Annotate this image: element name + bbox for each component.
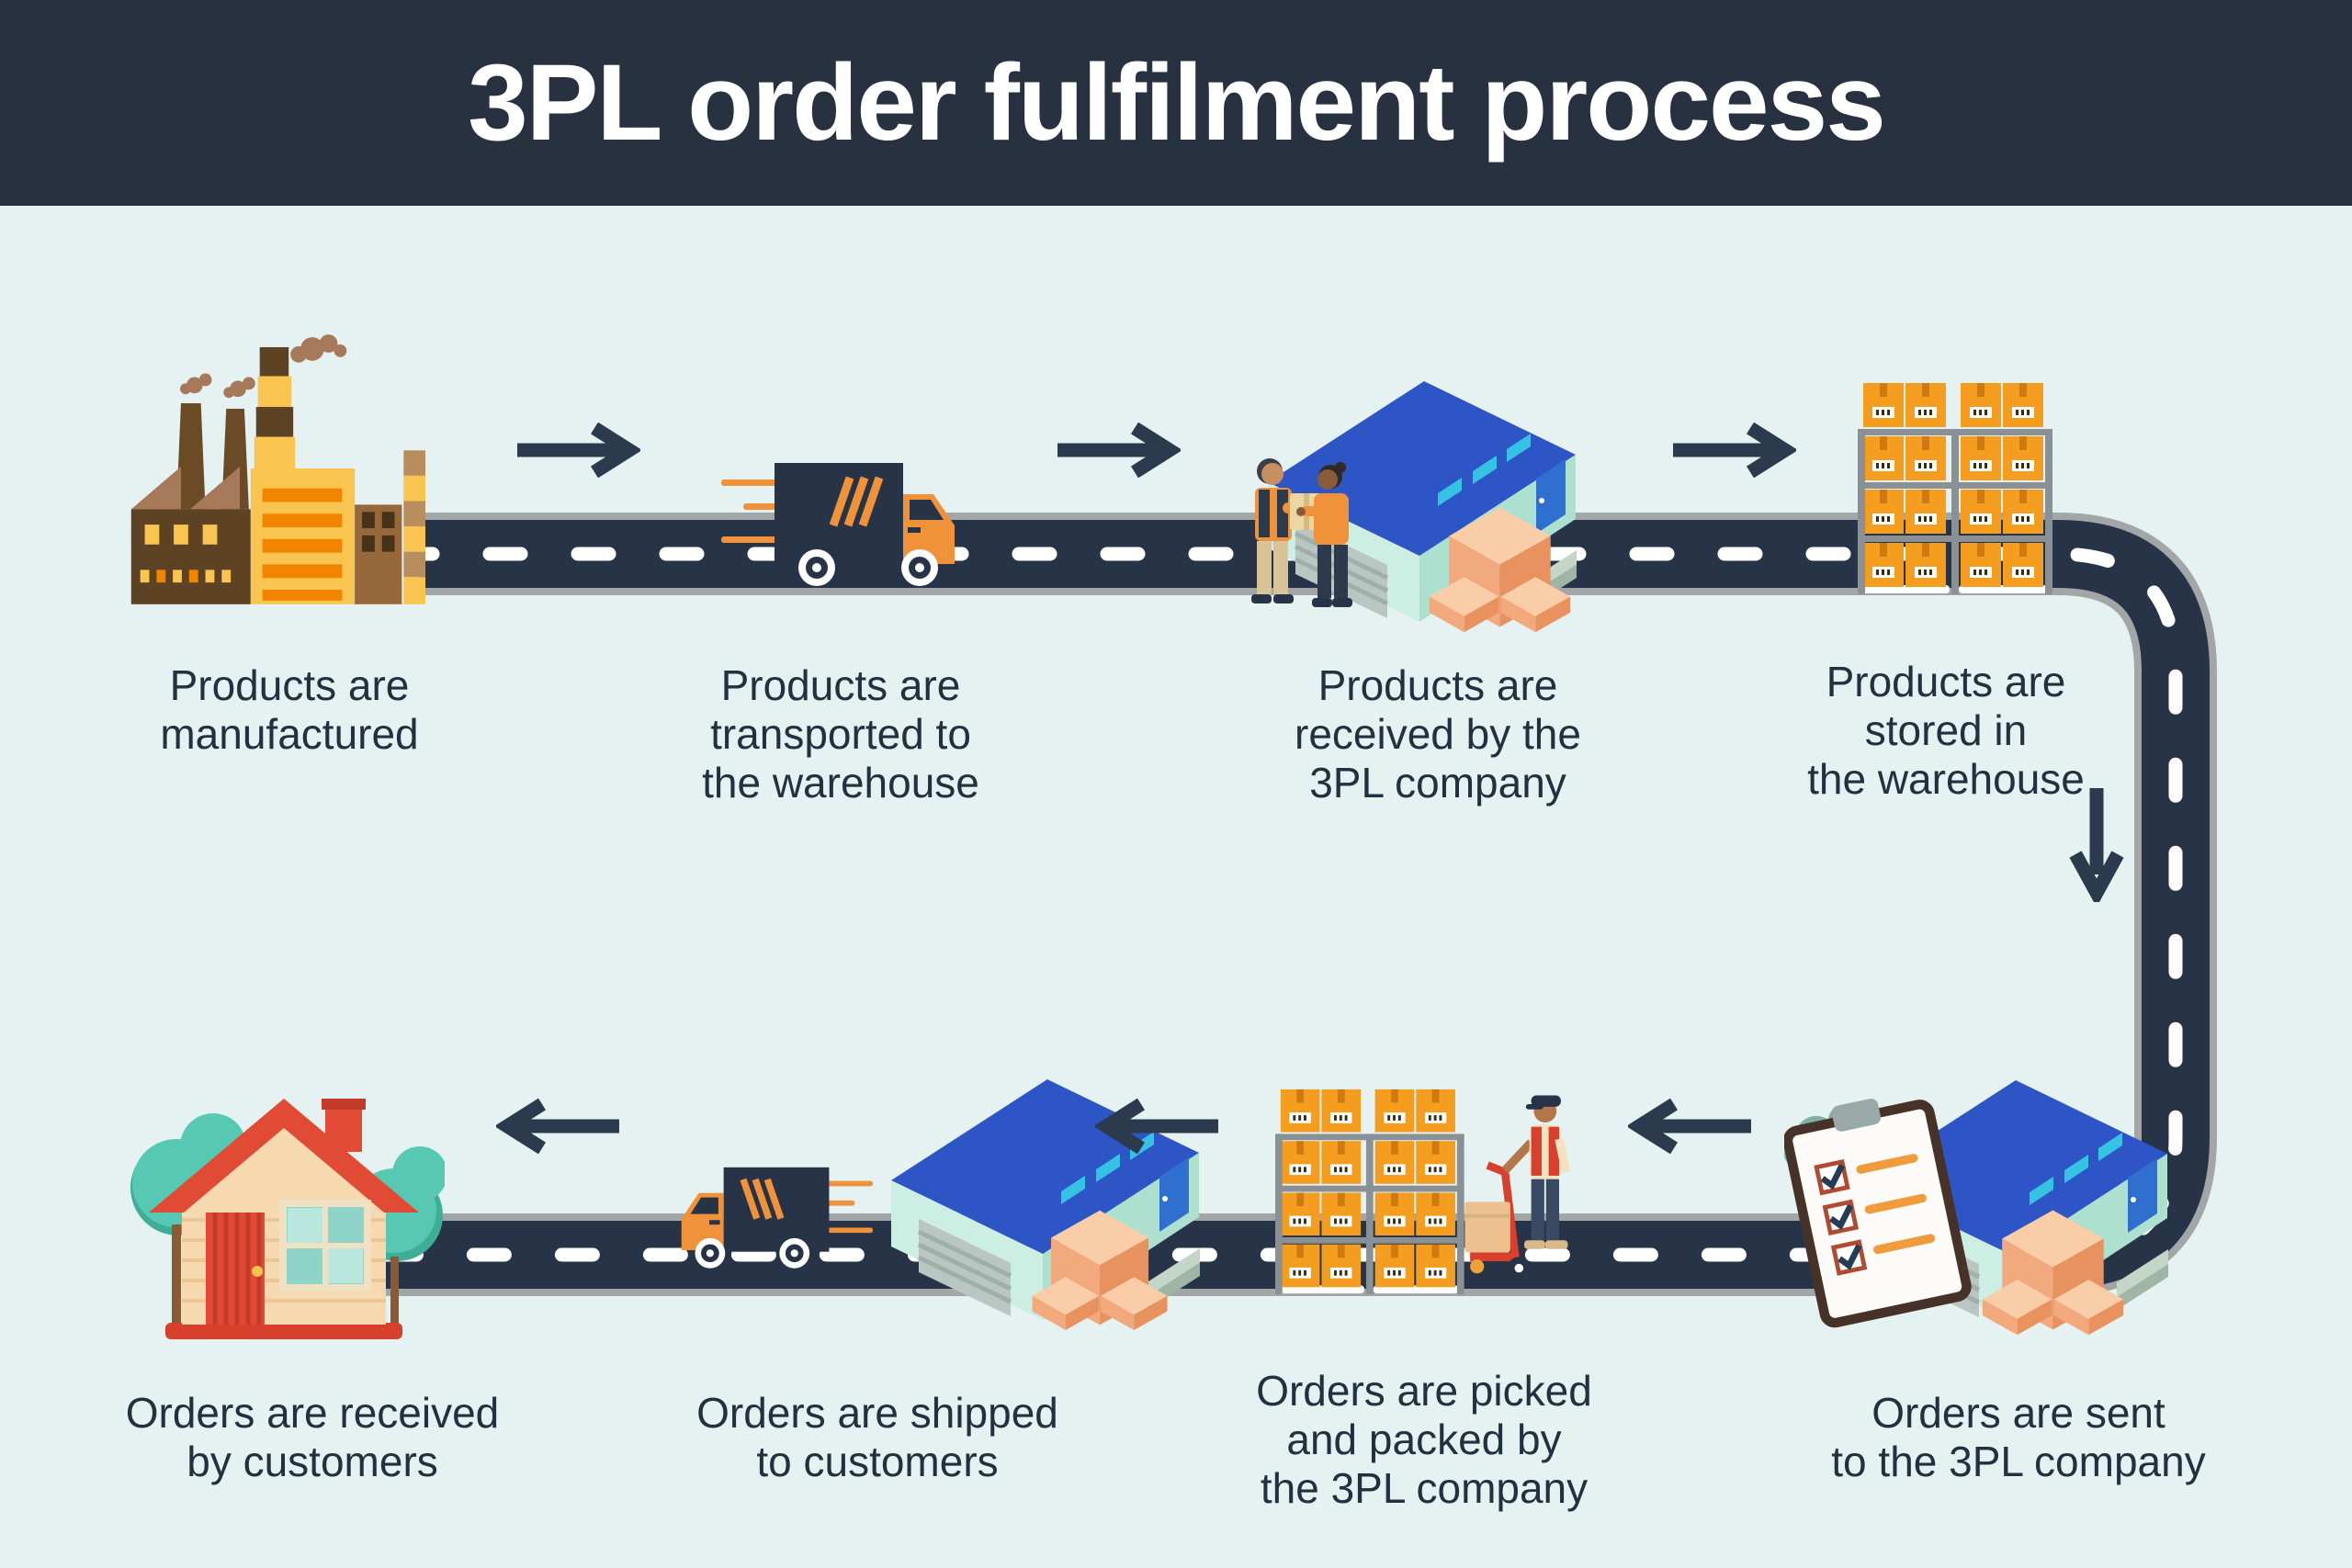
arrow-right-icon (512, 423, 640, 478)
step-caption-products-transported: Products are transported to the warehous… (611, 661, 1070, 807)
delivery-truck-icon (721, 452, 965, 594)
step-caption-products-manufactured: Products are manufactured (60, 661, 519, 759)
caption-line: Products are (1826, 658, 2066, 705)
step-caption-products-received: Products are received by the 3PL company (1208, 661, 1668, 807)
warehouse-checklist-icon (1784, 1045, 2179, 1336)
customer-house-icon (121, 1045, 445, 1350)
caption-line: Products are (169, 661, 410, 709)
caption-line: by customers (187, 1438, 438, 1485)
caption-line: to customers (756, 1438, 999, 1485)
caption-line: the warehouse (702, 759, 979, 807)
caption-line: Products are (1317, 661, 1558, 709)
caption-line: Orders are picked (1256, 1367, 1592, 1415)
picking-packing-icon (1275, 1082, 1597, 1312)
step-caption-orders-shipped: Orders are shipped to customers (648, 1389, 1107, 1486)
caption-line: transported to (710, 710, 971, 758)
caption-line: to the 3PL company (1831, 1438, 2206, 1485)
shipping-truck-icon (632, 1050, 1211, 1330)
caption-line: Orders are received (125, 1389, 500, 1437)
caption-line: and packed by (1286, 1416, 1562, 1463)
arrow-right-icon (1668, 423, 1796, 478)
storage-shelves-icon (1858, 381, 2052, 598)
caption-line: manufactured (160, 710, 419, 758)
step-caption-products-stored: Products are stored in the warehouse (1716, 658, 2176, 804)
caption-line: Products are (720, 661, 961, 709)
caption-line: the warehouse (1807, 755, 2085, 803)
caption-line: the 3PL company (1260, 1464, 1589, 1512)
caption-line: 3PL company (1309, 759, 1566, 807)
step-caption-orders-sent: Orders are sent to the 3PL company (1789, 1389, 2248, 1486)
caption-line: stored in (1864, 706, 2028, 754)
caption-line: Orders are shipped (696, 1389, 1058, 1437)
arrow-left-icon (1628, 1099, 1757, 1154)
factory-icon (130, 334, 425, 604)
arrow-left-icon (496, 1099, 625, 1154)
caption-line: Orders are sent (1871, 1389, 2165, 1437)
warehouse-receiving-icon (1251, 354, 1582, 633)
step-caption-orders-picked-packed: Orders are picked and packed by the 3PL … (1194, 1367, 1654, 1513)
arrow-right-icon (1052, 423, 1181, 478)
step-caption-orders-received: Orders are received by customers (83, 1389, 542, 1486)
caption-line: received by the (1295, 710, 1581, 758)
header-bar: 3PL order fulfilment process (0, 0, 2352, 206)
page-title: 3PL order fulfilment process (468, 42, 1886, 164)
arrow-left-icon (1095, 1099, 1224, 1154)
